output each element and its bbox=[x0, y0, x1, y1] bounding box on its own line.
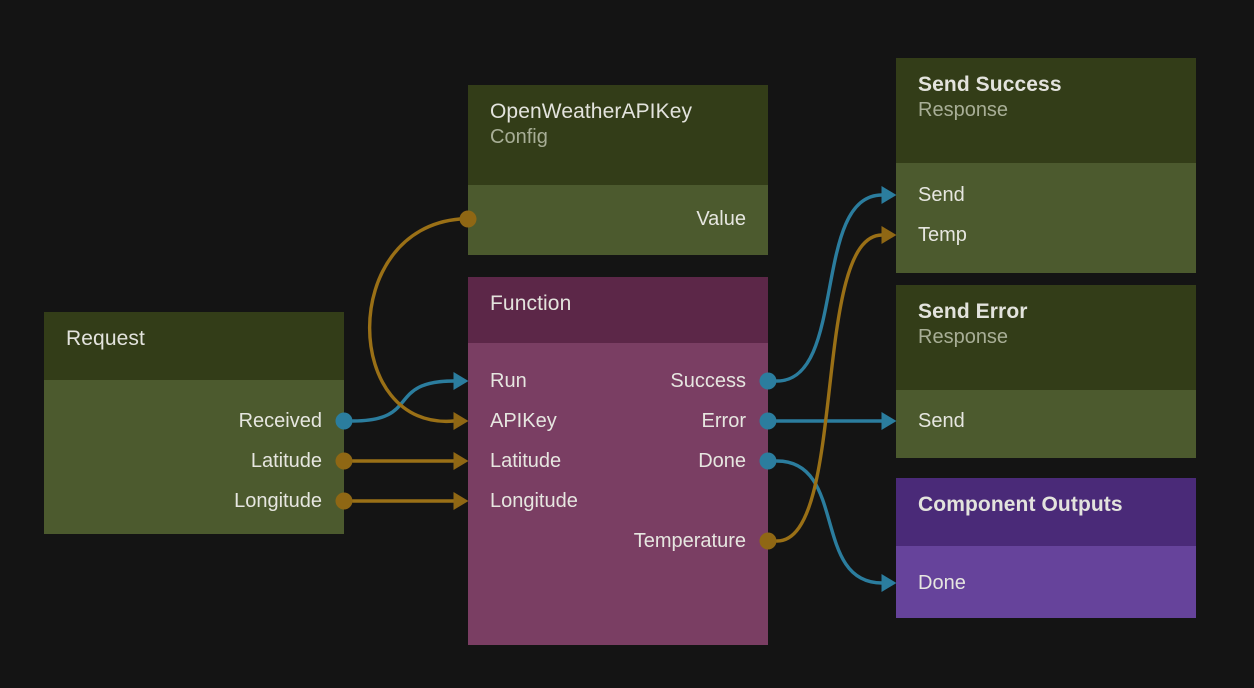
port-arrow-temp[interactable] bbox=[881, 226, 897, 244]
port-arrow-latitude[interactable] bbox=[453, 452, 469, 470]
port-dot-temperature[interactable] bbox=[759, 532, 777, 550]
port-arrow-run[interactable] bbox=[453, 372, 469, 390]
wire-success-to-send[interactable] bbox=[775, 193, 884, 383]
node-header-request[interactable]: Request bbox=[44, 312, 344, 380]
port-arrow-done[interactable] bbox=[881, 574, 897, 592]
port-label-in-send: Send bbox=[918, 410, 965, 432]
node-title: Component Outputs bbox=[918, 493, 1123, 516]
port-dot-success[interactable] bbox=[759, 372, 777, 390]
node-subtitle: Response bbox=[918, 99, 1009, 122]
port-label-in-longitude: Longitude bbox=[490, 490, 578, 512]
node-title: Send Success bbox=[918, 73, 1062, 96]
port-label-out-received: Received bbox=[238, 410, 322, 432]
port-label-out-temperature: Temperature bbox=[633, 530, 746, 552]
port-dot-longitude[interactable] bbox=[335, 492, 353, 510]
port-arrow-apikey[interactable] bbox=[453, 412, 469, 430]
node-title: Function bbox=[490, 292, 572, 315]
port-arrow-send[interactable] bbox=[881, 186, 897, 204]
node-subtitle: Response bbox=[918, 326, 1009, 349]
port-dot-received[interactable] bbox=[335, 412, 353, 430]
node-body-openweatherapikey: Value bbox=[459, 185, 768, 255]
port-arrow-longitude[interactable] bbox=[453, 492, 469, 510]
wire-done-to-done[interactable] bbox=[775, 459, 884, 585]
port-label-out-done: Done bbox=[698, 450, 746, 472]
node-title: OpenWeatherAPIKey bbox=[490, 100, 693, 123]
port-dot-done[interactable] bbox=[759, 452, 777, 470]
port-dot-error[interactable] bbox=[759, 412, 777, 430]
node-title: Request bbox=[66, 327, 145, 350]
port-label-out-error: Error bbox=[701, 410, 746, 432]
port-label-in-done: Done bbox=[918, 572, 966, 594]
node-subtitle: Config bbox=[490, 126, 548, 149]
port-label-in-send: Send bbox=[918, 184, 965, 206]
port-label-out-latitude: Latitude bbox=[250, 450, 322, 472]
port-label-in-run: Run bbox=[490, 370, 527, 392]
port-label-in-latitude: Latitude bbox=[490, 450, 562, 472]
port-label-out-value: Value bbox=[696, 208, 746, 230]
port-label-out-longitude: Longitude bbox=[234, 490, 322, 512]
port-label-in-apikey: APIKey bbox=[490, 410, 557, 432]
wire-value-to-apikey[interactable] bbox=[368, 217, 462, 423]
wire-temperature-to-temp[interactable] bbox=[775, 233, 884, 543]
port-label-out-success: Success bbox=[670, 370, 746, 392]
node-body-component-outputs: Done bbox=[881, 546, 1196, 618]
port-label-in-temp: Temp bbox=[918, 224, 967, 246]
port-arrow-send[interactable] bbox=[881, 412, 897, 430]
node-body-send-error: Send bbox=[881, 390, 1196, 458]
port-dot-value[interactable] bbox=[459, 210, 477, 228]
port-dot-latitude[interactable] bbox=[335, 452, 353, 470]
wire-received-to-run[interactable] bbox=[351, 379, 456, 423]
node-title: Send Error bbox=[918, 300, 1028, 323]
node-header-component-outputs[interactable]: Component Outputs bbox=[896, 478, 1196, 546]
node-header-function[interactable]: Function bbox=[468, 277, 768, 343]
